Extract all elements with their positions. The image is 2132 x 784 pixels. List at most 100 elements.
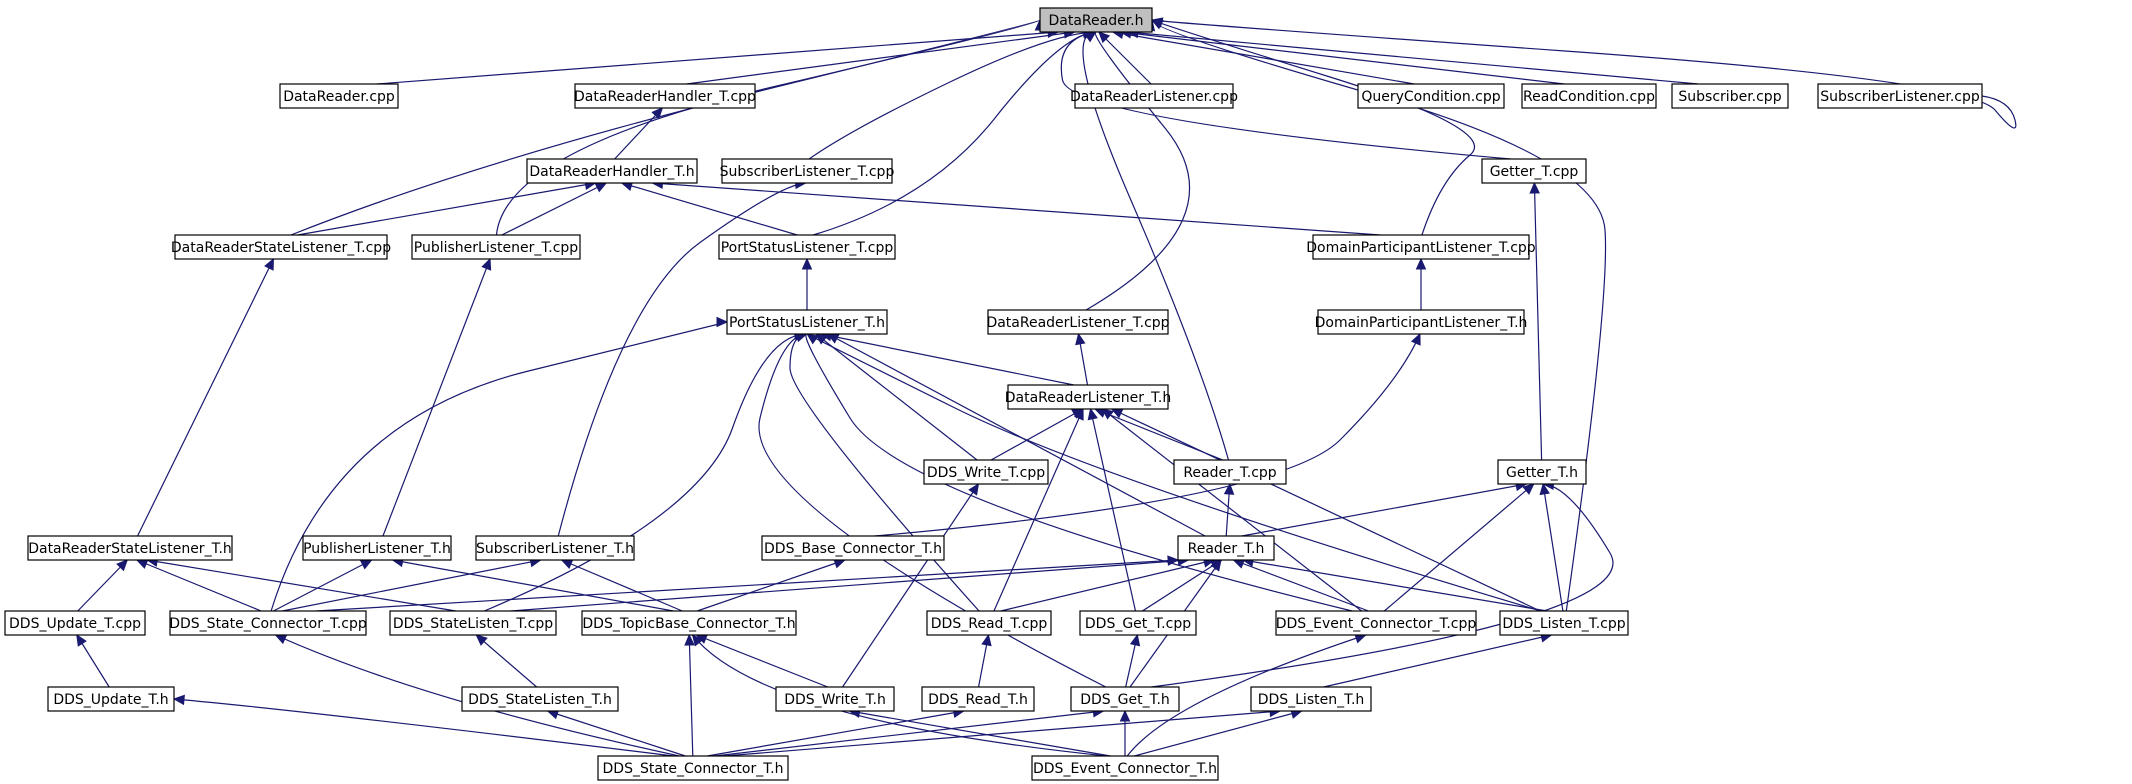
node-datareaderhandler-t-h[interactable]: DataReaderHandler_T.h bbox=[526, 158, 698, 184]
node-datareaderlistener-t-cpp[interactable]: DataReaderListener_T.cpp bbox=[986, 309, 1170, 335]
node-publisherlistener-t-cpp[interactable]: PublisherListener_T.cpp bbox=[411, 234, 581, 260]
arrowhead-n28-to-n23 bbox=[359, 559, 373, 570]
node-dds-base-connector-t-h[interactable]: DDS_Base_Connector_T.h bbox=[761, 535, 945, 561]
node-box[interactable] bbox=[1079, 610, 1197, 636]
node-box[interactable] bbox=[526, 158, 698, 184]
node-box[interactable] bbox=[721, 158, 893, 184]
edge-n31-to-n26 bbox=[1000, 559, 1215, 612]
edge-n20-to-n0 bbox=[1082, 31, 1230, 461]
node-box[interactable] bbox=[761, 535, 945, 561]
node-readcondition-cpp[interactable]: ReadCondition.cpp bbox=[1521, 83, 1657, 109]
node-portstatuslistener-t-h[interactable]: PortStatusListener_T.h bbox=[726, 309, 888, 335]
node-datareaderlistener-t-h[interactable]: DataReaderListener_T.h bbox=[1005, 384, 1172, 410]
node-box[interactable] bbox=[597, 755, 789, 781]
node-dds-state-connector-t-cpp[interactable]: DDS_State_Connector_T.cpp bbox=[169, 610, 367, 636]
node-datareader-cpp[interactable]: DataReader.cpp bbox=[279, 83, 399, 109]
node-dds-write-t-h[interactable]: DDS_Write_T.h bbox=[775, 686, 895, 712]
node-dds-get-t-h[interactable]: DDS_Get_T.h bbox=[1070, 686, 1180, 712]
arrowhead-n23-to-n12 bbox=[481, 257, 492, 271]
node-box[interactable] bbox=[279, 83, 399, 109]
node-dds-topicbase-connector-t-h[interactable]: DDS_TopicBase_Connector_T.h bbox=[581, 610, 797, 636]
edge-n27-to-n22 bbox=[77, 559, 128, 612]
edge-n34-to-n18 bbox=[1111, 408, 1541, 612]
node-box[interactable] bbox=[1521, 83, 1657, 109]
node-box[interactable] bbox=[718, 234, 896, 260]
node-dds-update-t-cpp[interactable]: DDS_Update_T.cpp bbox=[4, 610, 146, 636]
node-datareaderlistener-cpp[interactable]: DataReaderListener.cpp bbox=[1070, 83, 1238, 109]
edge-n41-to-n30 bbox=[688, 634, 694, 757]
node-dds-state-connector-t-h[interactable]: DDS_State_Connector_T.h bbox=[597, 755, 789, 781]
node-dds-listen-t-h[interactable]: DDS_Listen_T.h bbox=[1250, 686, 1372, 712]
node-box[interactable] bbox=[461, 686, 619, 712]
node-box[interactable] bbox=[1817, 83, 1983, 109]
node-subscriberlistener-t-cpp[interactable]: SubscriberListener_T.cpp bbox=[720, 158, 895, 184]
node-box[interactable] bbox=[1499, 610, 1629, 636]
node-dds-read-t-cpp[interactable]: DDS_Read_T.cpp bbox=[926, 610, 1052, 636]
node-dds-read-t-h[interactable]: DDS_Read_T.h bbox=[921, 686, 1035, 712]
node-datareaderstatelistener-t-cpp[interactable]: DataReaderStateListener_T.cpp bbox=[171, 234, 391, 260]
node-datareaderstatelistener-t-h[interactable]: DataReaderStateListener_T.h bbox=[27, 535, 233, 561]
edge-n42-to-n37 bbox=[849, 710, 1111, 757]
arrowhead-n21-to-n10 bbox=[1529, 181, 1540, 194]
node-dds-get-t-cpp[interactable]: DDS_Get_T.cpp bbox=[1079, 610, 1197, 636]
node-dds-event-connector-t-cpp[interactable]: DDS_Event_Connector_T.cpp bbox=[1275, 610, 1477, 636]
node-box[interactable] bbox=[27, 535, 233, 561]
node-box[interactable] bbox=[389, 610, 557, 636]
node-subscriberlistener-cpp[interactable]: SubscriberListener.cpp bbox=[1817, 83, 1983, 109]
node-box[interactable] bbox=[1039, 7, 1153, 33]
node-box[interactable] bbox=[581, 610, 797, 636]
node-subscriber-cpp[interactable]: Subscriber.cpp bbox=[1671, 83, 1789, 109]
node-box[interactable] bbox=[1357, 83, 1505, 109]
node-reader-t-h[interactable]: Reader_T.h bbox=[1177, 535, 1275, 561]
edge-n28-to-n15 bbox=[270, 321, 728, 612]
node-box[interactable] bbox=[574, 83, 756, 109]
node-box[interactable] bbox=[1671, 83, 1789, 109]
node-dds-event-connector-t-h[interactable]: DDS_Event_Connector_T.h bbox=[1031, 755, 1219, 781]
node-label: DataReaderHandler_T.h bbox=[529, 164, 694, 180]
node-dds-listen-t-cpp[interactable]: DDS_Listen_T.cpp bbox=[1499, 610, 1629, 636]
node-box[interactable] bbox=[726, 309, 888, 335]
node-box[interactable] bbox=[987, 309, 1169, 335]
node-dds-statelisten-t-h[interactable]: DDS_StateListen_T.h bbox=[461, 686, 619, 712]
node-box[interactable] bbox=[1250, 686, 1372, 712]
node-box[interactable] bbox=[4, 610, 146, 636]
node-box[interactable] bbox=[1007, 384, 1169, 410]
node-publisherlistener-t-h[interactable]: PublisherListener_T.h bbox=[302, 535, 452, 561]
node-box[interactable] bbox=[775, 686, 895, 712]
node-box[interactable] bbox=[923, 459, 1049, 485]
node-dds-statelisten-t-cpp[interactable]: DDS_StateListen_T.cpp bbox=[389, 610, 557, 636]
node-reader-t-cpp[interactable]: Reader_T.cpp bbox=[1173, 459, 1287, 485]
node-box[interactable] bbox=[169, 610, 367, 636]
node-box[interactable] bbox=[1317, 309, 1525, 335]
node-subscriberlistener-t-h[interactable]: SubscriberListener_T.h bbox=[475, 535, 635, 561]
node-label: SubscriberListener_T.cpp bbox=[720, 164, 895, 180]
node-box[interactable] bbox=[1481, 158, 1587, 184]
node-domainparticipantlistener-t-h[interactable]: DomainParticipantListener_T.h bbox=[1315, 309, 1528, 335]
node-box[interactable] bbox=[1312, 234, 1530, 260]
node-box[interactable] bbox=[47, 686, 175, 712]
node-box[interactable] bbox=[1497, 459, 1587, 485]
node-getter-t-h[interactable]: Getter_T.h bbox=[1497, 459, 1587, 485]
node-domainparticipantlistener-t-cpp[interactable]: DomainParticipantListener_T.cpp bbox=[1306, 234, 1536, 260]
node-box[interactable] bbox=[926, 610, 1052, 636]
node-portstatuslistener-t-cpp[interactable]: PortStatusListener_T.cpp bbox=[718, 234, 896, 260]
node-box[interactable] bbox=[1031, 755, 1219, 781]
arrowhead-n33-to-n18 bbox=[1101, 408, 1114, 420]
node-datareaderhandler-t-cpp[interactable]: DataReaderHandler_T.cpp bbox=[574, 83, 756, 109]
node-box[interactable] bbox=[174, 234, 388, 260]
node-box[interactable] bbox=[1275, 610, 1477, 636]
node-dds-write-t-cpp[interactable]: DDS_Write_T.cpp bbox=[923, 459, 1049, 485]
node-getter-t-cpp[interactable]: Getter_T.cpp bbox=[1481, 158, 1587, 184]
node-datareader-h[interactable]: DataReader.h bbox=[1039, 7, 1153, 33]
arrowhead-n14-to-n0 bbox=[1150, 19, 1164, 30]
node-box[interactable] bbox=[1074, 83, 1234, 109]
node-dds-update-t-h[interactable]: DDS_Update_T.h bbox=[47, 686, 175, 712]
node-box[interactable] bbox=[411, 234, 581, 260]
node-box[interactable] bbox=[475, 535, 635, 561]
node-box[interactable] bbox=[1173, 459, 1287, 485]
node-box[interactable] bbox=[921, 686, 1035, 712]
node-box[interactable] bbox=[1177, 535, 1275, 561]
node-box[interactable] bbox=[302, 535, 452, 561]
node-querycondition-cpp[interactable]: QueryCondition.cpp bbox=[1357, 83, 1505, 109]
node-box[interactable] bbox=[1070, 686, 1180, 712]
